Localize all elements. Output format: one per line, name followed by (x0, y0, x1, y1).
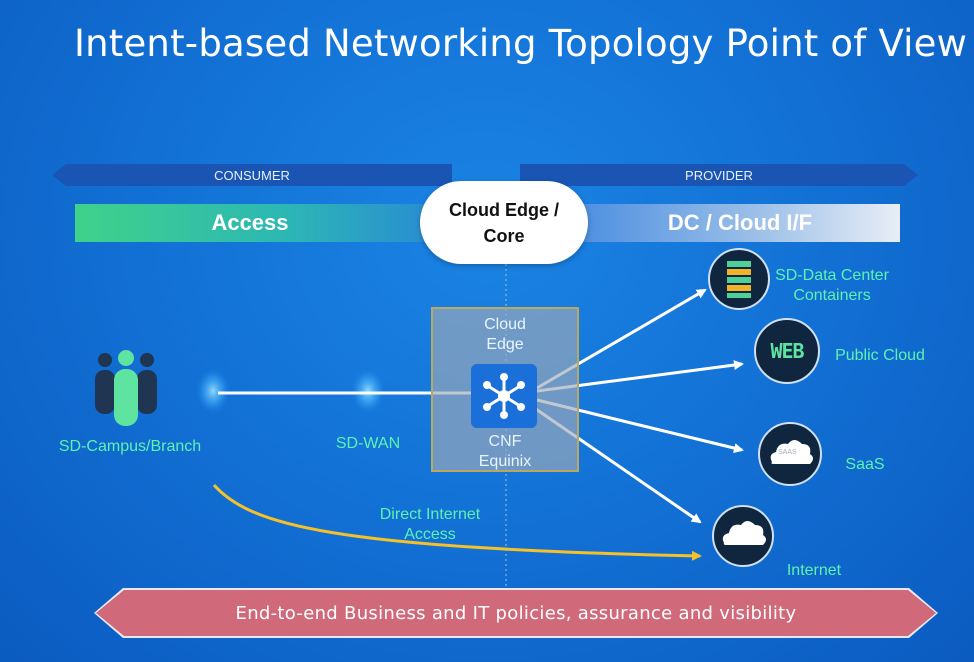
access-bar: Access (75, 204, 425, 242)
consumer-label: CONSUMER (214, 167, 290, 183)
web-icon: WEB (754, 318, 820, 384)
direct-internet-path (212, 483, 702, 561)
sdwan-glow (350, 367, 386, 415)
internet-label: Internet (786, 562, 842, 579)
dia-line1: Direct Internet (379, 506, 481, 523)
sdwan-label: SD-WAN (335, 435, 401, 452)
people-icon (95, 350, 157, 426)
consumer-band: CONSUMER (52, 164, 452, 186)
direct-internet-label: Direct Internet Access (350, 505, 510, 545)
hub-icon (471, 364, 537, 428)
cnf-line1: CNF (488, 433, 522, 450)
access-label: Access (211, 210, 289, 235)
policies-banner-text: End-to-end Business and IT policies, ass… (235, 602, 797, 624)
public-cloud-label: Public Cloud (835, 347, 925, 364)
core-pill-line2: Core (483, 225, 525, 246)
saas-cloud-icon: SAAS (758, 422, 822, 486)
cloud-edge-line1: Cloud (484, 316, 526, 333)
cloud-icon (712, 505, 774, 567)
core-pill-line1: Cloud Edge / (449, 199, 559, 220)
dc-cloud-label: DC / Cloud I/F (667, 210, 813, 235)
provider-label: PROVIDER (685, 167, 753, 183)
provider-band: PROVIDER (520, 164, 918, 186)
dia-line2: Access (404, 526, 456, 543)
campus-label: SD-Campus/Branch (58, 438, 202, 455)
datacenter-line2: Containers (793, 287, 871, 304)
datacenter-label: SD-Data Center Containers (762, 266, 902, 306)
cloud-edge-top-label: Cloud Edge (431, 315, 579, 355)
cnf-label: CNF Equinix (431, 432, 579, 472)
saas-label: SaaS (845, 456, 885, 473)
cloud-edge-line2: Edge (486, 336, 524, 353)
policies-banner: End-to-end Business and IT policies, ass… (96, 590, 936, 636)
datacenter-line1: SD-Data Center (775, 267, 889, 284)
saas-icon-text: SAAS (778, 449, 797, 456)
web-icon-text: WEB (770, 339, 804, 363)
campus-glow (195, 367, 231, 415)
page-title: Intent-based Networking Topology Point o… (74, 22, 968, 65)
cloud-edge-core-pill: Cloud Edge / Core (420, 181, 588, 264)
cnf-line2: Equinix (478, 453, 532, 470)
server-rack-icon (708, 248, 770, 310)
dc-cloud-bar: DC / Cloud I/F (580, 204, 900, 242)
